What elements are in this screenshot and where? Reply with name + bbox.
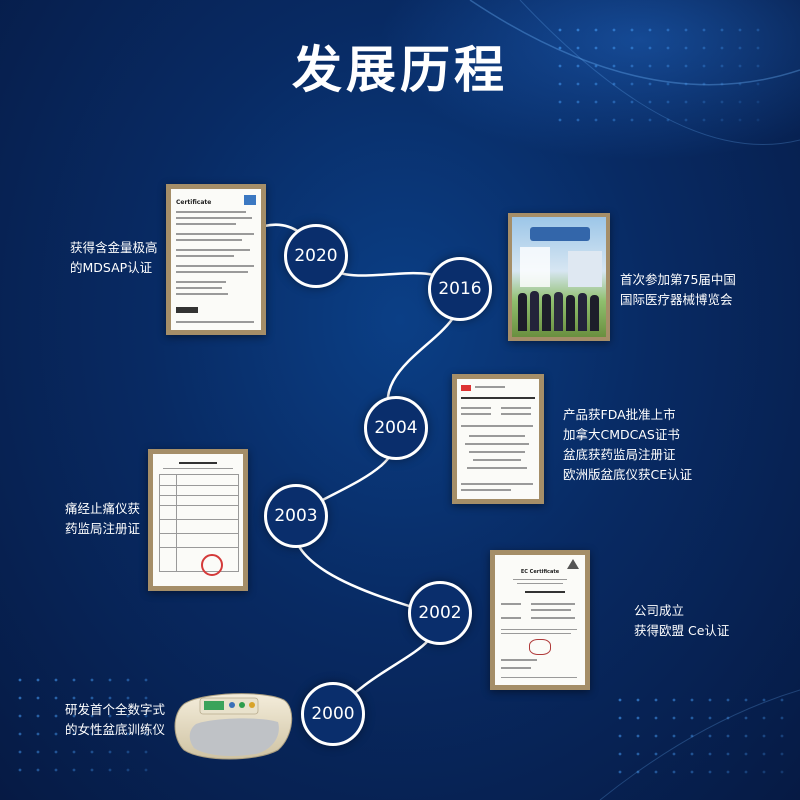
year-node-2003: 2003 xyxy=(264,484,328,548)
caption-2000: 研发首个全数字式的女性盆底训练仪 xyxy=(65,702,166,737)
tuv-logo-icon xyxy=(244,195,256,205)
mdsap-certificate-image: Certificate xyxy=(166,184,266,335)
year-node-2002: 2002 xyxy=(408,581,472,645)
year-node-2000: 2000 xyxy=(301,682,365,746)
page-title: 发展历程 xyxy=(292,41,508,99)
form-table xyxy=(159,474,239,572)
caption-2020: 获得含金量极高的MDSAP认证 xyxy=(70,240,158,275)
caption-2004: 产品获FDA批准上市加拿大CMDCAS证书 盆底获药监局注册证欧洲版盆底仪获CE… xyxy=(563,407,693,482)
cmdcas-certificate-image xyxy=(452,374,544,504)
caption-2003: 痛经止痛仪获药监局注册证 xyxy=(65,501,141,536)
certificate-heading: Certificate xyxy=(176,199,212,206)
year-node-2016: 2016 xyxy=(428,257,492,321)
registration-certificate-image xyxy=(148,449,248,591)
signature-stamp-icon xyxy=(529,639,551,655)
red-seal-icon xyxy=(201,554,223,576)
expo-photo xyxy=(508,213,610,341)
caption-2016: 首次参加第75届中国国际医疗器械博览会 xyxy=(620,272,736,307)
ec-certificate-image: EC Certificate xyxy=(490,550,590,690)
year-node-2004: 2004 xyxy=(364,396,428,460)
tuv-triangle-icon xyxy=(567,559,579,569)
expo-banner xyxy=(530,227,590,241)
pelvic-trainer-device xyxy=(174,693,293,760)
year-node-2020: 2020 xyxy=(284,224,348,288)
ec-certificate-heading: EC Certificate xyxy=(520,569,560,575)
canada-flag-icon xyxy=(461,385,471,391)
caption-2002: 公司成立获得欧盟 Ce认证 xyxy=(634,603,730,638)
people-group xyxy=(516,289,602,335)
